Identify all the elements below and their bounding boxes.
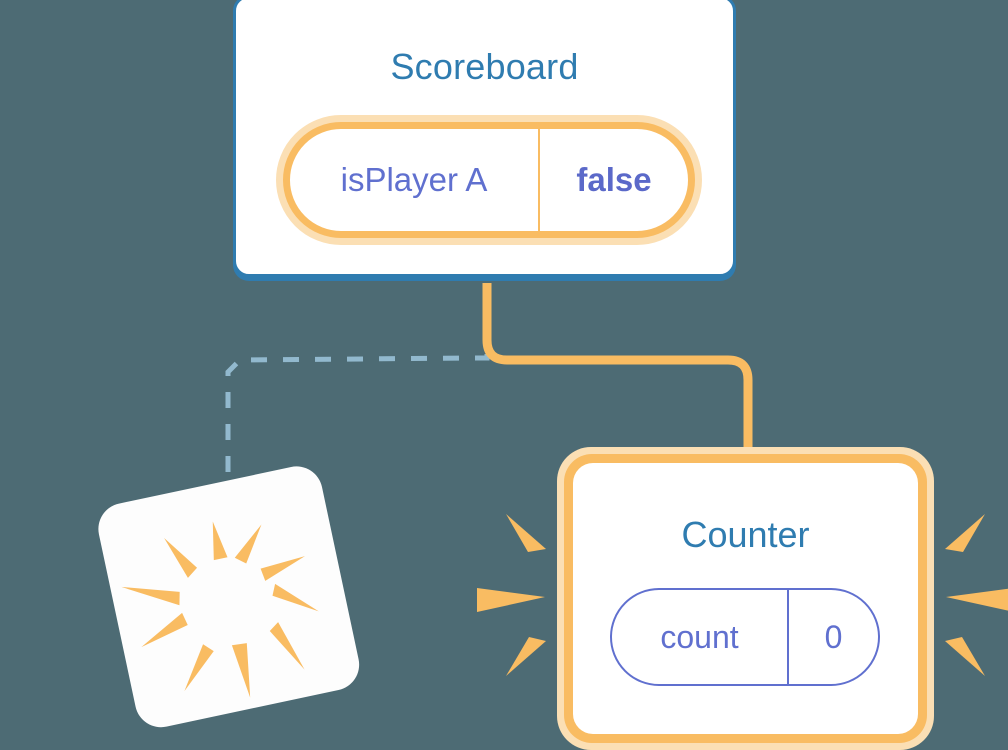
counter-state-pill[interactable]: count 0: [610, 588, 880, 686]
ghost-card-surface: [98, 466, 360, 728]
ghost-card-burst: [121, 521, 319, 698]
counter-burst-left: [477, 514, 546, 676]
scoreboard-state-pill[interactable]: isPlayer A false: [276, 115, 702, 245]
scoreboard-title: Scoreboard: [390, 46, 579, 87]
counter-pill-value: 0: [824, 618, 843, 655]
counter-burst-right: [945, 514, 1008, 676]
counter-pill-key: count: [612, 590, 789, 684]
scoreboard-pill-key: isPlayer A: [290, 129, 540, 231]
connector-orange-counter: [482, 283, 753, 455]
ghost-card[interactable]: [94, 462, 364, 732]
scoreboard-pill-body[interactable]: isPlayer A false: [283, 122, 695, 238]
connector-dashed-ghost: [225, 290, 490, 478]
scoreboard-pill-glow: [276, 115, 702, 245]
counter-title: Counter: [681, 514, 810, 555]
scoreboard-pill-value: false: [576, 161, 652, 198]
